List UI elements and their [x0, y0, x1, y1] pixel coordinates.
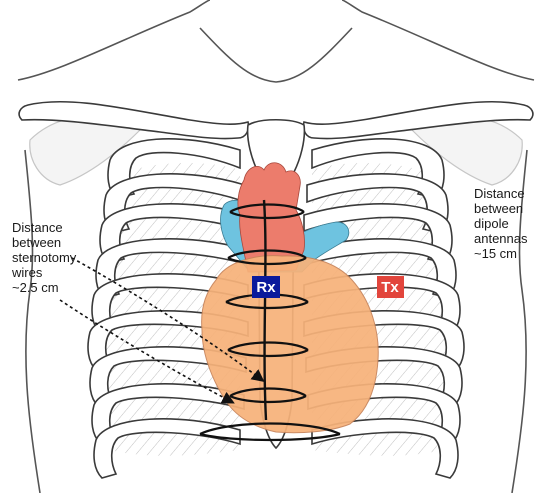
wire-label-line-5: ~2.5 cm	[12, 280, 59, 295]
antenna-label-line-4: antennas	[474, 231, 528, 246]
tx-badge: Tx	[377, 276, 404, 298]
wire-label-line-2: between	[12, 235, 61, 250]
rx-label: Rx	[256, 279, 276, 296]
rx-badge: Rx	[252, 276, 280, 298]
antenna-label-line-1: Distance	[474, 186, 525, 201]
antenna-label-line-5: ~15 cm	[474, 246, 517, 261]
wire-label-line-1: Distance	[12, 220, 63, 235]
wire-label-line-4: wires	[11, 265, 43, 280]
wire-distance-label: Distance between sternotomy wires ~2.5 c…	[11, 220, 77, 295]
wire-label-line-3: sternotomy	[12, 250, 77, 265]
antenna-label-line-3: dipole	[474, 216, 509, 231]
antenna-label-line-2: between	[474, 201, 523, 216]
tx-label: Tx	[381, 279, 399, 296]
